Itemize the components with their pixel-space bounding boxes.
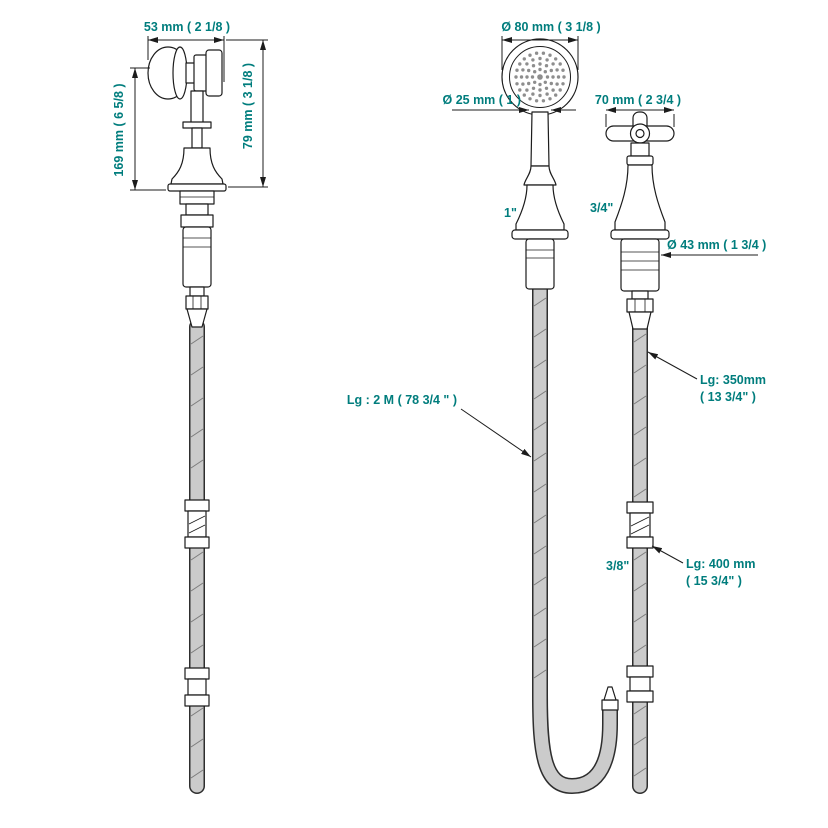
label-supply-hose: Lg: 400 mm ( 15 3/4" ) [651,545,755,588]
dim-valve-body-label: Ø 43 mm ( 1 3/4 ) [667,238,766,252]
label-supply-connection: 3/8" [606,559,629,573]
dim-width-label: 53 mm ( 2 1/8 ) [144,20,230,34]
dim-head-diameter-label: Ø 80 mm ( 3 1/8 ) [501,20,600,34]
shower-head [501,38,579,116]
label-main-hose: Lg : 2 M ( 78 3/4 " ) [347,393,532,458]
main-hose-outline [532,281,618,795]
holder-column-side [179,190,215,328]
dim-height-total-label: 169 mm ( 6 5/8 ) [112,83,126,176]
valve-body [620,238,660,292]
left-side-view: 53 mm ( 2 1/8 ) 169 mm ( 6 5/8 ) 79 mm (… [112,20,268,794]
main-hose-end-fitting [603,686,617,701]
dimension-valve-body: Ø 43 mm ( 1 3/4 ) [661,238,766,258]
dimension-head-diameter: Ø 80 mm ( 3 1/8 ) [501,20,601,70]
label-flex-hose-length-line1: Lg: 350mm [700,373,766,387]
handshower-holder-side [147,46,227,192]
handle [523,111,557,186]
hose-texture-ticks [190,297,647,779]
front-view: Ø 80 mm ( 3 1/8 ) Ø 25 mm ( 1 ) 70 mm ( … [347,20,766,795]
label-supply-hose-length-line2: ( 15 3/4" ) [686,574,742,588]
label-flex-hose: Lg: 350mm ( 13 3/4" ) [647,351,766,404]
label-shank-size: 1" [504,206,517,220]
hose-side-fitting-low [184,667,210,707]
cross-handle-valve [605,111,675,330]
main-hose-body [533,282,617,793]
dimension-width-53mm: 53 mm ( 2 1/8 ) [144,20,230,82]
main-hose-2m [532,281,619,795]
hose-side-fitting-mid [184,499,210,549]
label-flex-hose-length-line2: ( 13 3/4" ) [700,390,756,404]
dim-height-upper-label: 79 mm ( 3 1/8 ) [241,63,255,149]
dimension-height-79mm: 79 mm ( 3 1/8 ) [226,39,268,188]
dimension-height-169mm: 169 mm ( 6 5/8 ) [112,67,166,191]
dimension-handle-diameter: Ø 25 mm ( 1 ) [443,93,576,113]
dim-handle-diameter-label: Ø 25 mm ( 1 ) [443,93,522,107]
label-supply-hose-length-line1: Lg: 400 mm [686,557,755,571]
dimension-cross-handle-width: 70 mm ( 2 3/4 ) [595,93,681,127]
compression-fitting-38 [626,501,654,549]
handshower-mount [511,184,569,290]
spray-pattern [514,51,566,103]
label-main-hose-length: Lg : 2 M ( 78 3/4 " ) [347,393,457,407]
label-valve-connection: 3/4" [590,201,613,215]
dim-cross-handle-width-label: 70 mm ( 2 3/4 ) [595,93,681,107]
hose-coupling-low [626,665,654,703]
